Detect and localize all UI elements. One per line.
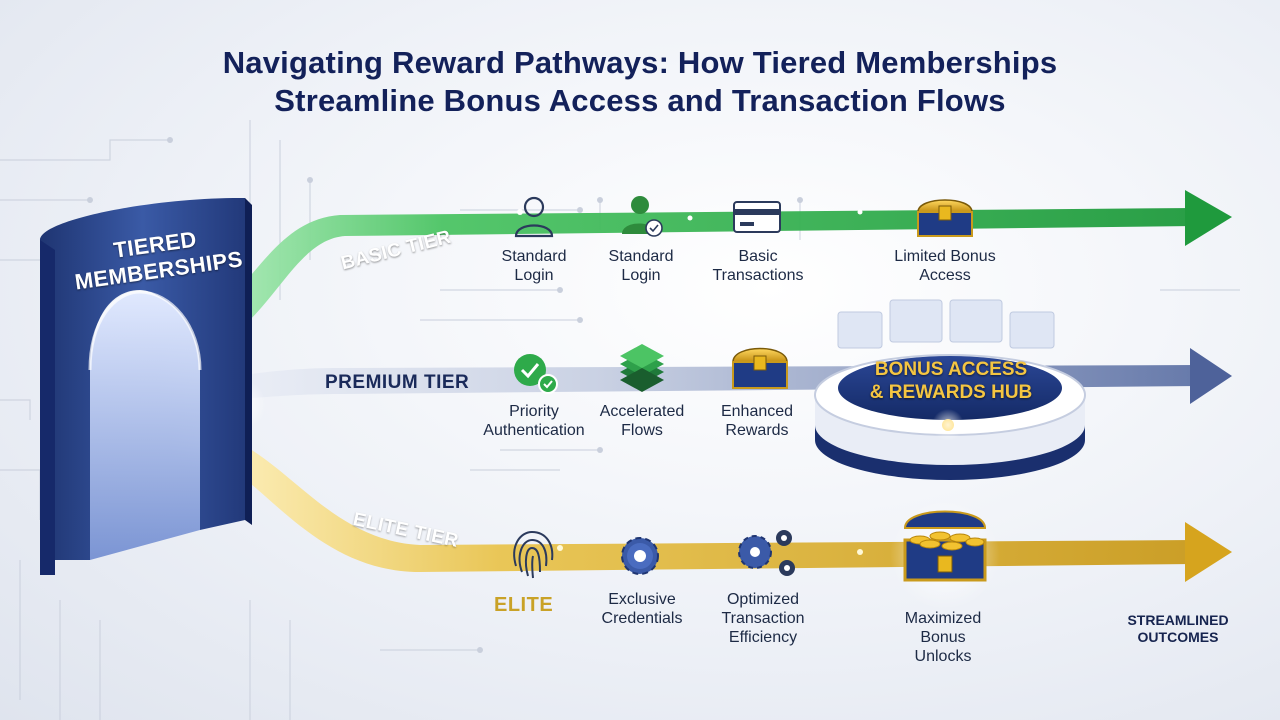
page-title: Navigating Reward Pathways: How Tiered M…	[0, 44, 1280, 120]
treasure-chest-icon-premium	[732, 347, 788, 389]
elite-step-2-line-2: Transaction	[721, 610, 805, 627]
premium-step-1-line-1: Priority	[509, 403, 559, 420]
elite-step-3-line-2: Bonus	[920, 629, 966, 646]
streamlined-outcomes-label: STREAMLINED OUTCOMES	[1108, 612, 1248, 646]
basic-step-1-line-2: Login	[514, 267, 554, 284]
fingerprint-icon	[513, 530, 554, 579]
elite-step-3-label: Maximized Bonus Unlocks	[888, 609, 998, 666]
basic-tier-ribbon	[190, 190, 1232, 352]
rewards-hub-platform	[814, 299, 1086, 480]
elite-step-1-label: Exclusive Credentials	[588, 590, 696, 628]
elite-step-3-line-3: Unlocks	[914, 648, 972, 665]
title-line-1: Navigating Reward Pathways: How Tiered M…	[222, 45, 1058, 80]
tiered-memberships-gate	[40, 198, 252, 575]
premium-tier-label: PREMIUM TIER	[325, 372, 470, 393]
hub-title-line-2: & REWARDS HUB	[869, 382, 1033, 403]
premium-step-2-label: Accelerated Flows	[588, 402, 696, 440]
basic-step-1-label: Standard Login	[484, 247, 584, 285]
basic-step-4-label: Limited Bonus Access	[875, 247, 1015, 285]
basic-step-3-label: Basic Transactions	[696, 247, 820, 285]
user-icon	[514, 196, 554, 238]
premium-step-2-line-1: Accelerated	[599, 403, 685, 420]
premium-step-3-line-1: Enhanced	[720, 403, 794, 420]
user-check-icon	[622, 196, 663, 237]
basic-step-2-line-2: Login	[621, 267, 661, 284]
elite-tier-ribbon	[200, 430, 1232, 582]
basic-step-2-label: Standard Login	[591, 247, 691, 285]
gear-icon	[621, 537, 659, 575]
basic-step-3-line-1: Basic	[738, 248, 778, 265]
title-line-2: Streamline Bonus Access and Transaction …	[274, 83, 1006, 118]
elite-step-1-line-2: Credentials	[601, 610, 683, 627]
basic-step-2-line-1: Standard	[608, 248, 674, 265]
elite-step-2-label: Optimized Transaction Efficiency	[704, 590, 822, 647]
premium-step-1-line-2: Authentication	[483, 422, 585, 439]
basic-step-4-line-2: Access	[919, 267, 971, 284]
elite-badge: ELITE	[494, 594, 554, 616]
outcomes-line-1: STREAMLINED	[1127, 612, 1229, 628]
premium-step-3-label: Enhanced Rewards	[705, 402, 809, 440]
elite-step-3-line-1: Maximized	[904, 610, 982, 627]
elite-step-1-line-1: Exclusive	[608, 591, 676, 608]
hub-title-line-1: BONUS ACCESS	[874, 359, 1028, 380]
checkmark-badge-icon	[514, 354, 558, 394]
gold-chest-icon	[890, 500, 1000, 610]
credit-card-icon	[733, 201, 781, 233]
basic-step-4-line-1: Limited Bonus	[894, 248, 996, 265]
premium-step-3-line-2: Rewards	[725, 422, 789, 439]
basic-step-1-line-1: Standard	[501, 248, 567, 265]
outcomes-line-2: OUTCOMES	[1137, 629, 1219, 645]
basic-step-3-line-2: Transactions	[712, 267, 804, 284]
gears-icon	[738, 530, 795, 576]
elite-step-2-line-1: Optimized	[726, 591, 800, 608]
premium-step-1-label: Priority Authentication	[470, 402, 598, 440]
treasure-chest-icon-basic	[917, 199, 973, 237]
stacked-layers-icon	[620, 344, 664, 392]
premium-step-2-line-2: Flows	[621, 422, 663, 439]
hub-title: BONUS ACCESS & REWARDS HUB	[846, 358, 1056, 404]
elite-step-2-line-3: Efficiency	[728, 629, 798, 646]
